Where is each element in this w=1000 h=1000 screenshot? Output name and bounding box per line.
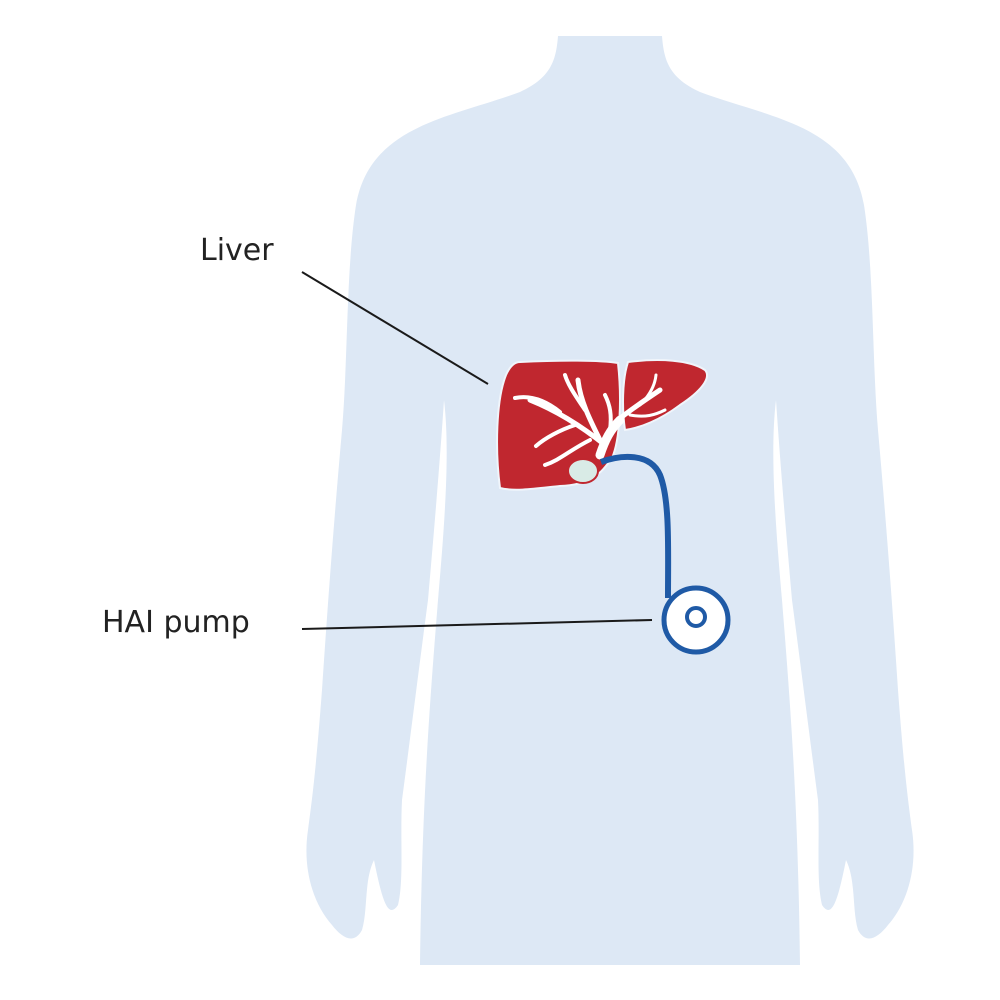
hai-pump-icon — [661, 585, 731, 655]
liver-leader-line — [301, 271, 489, 385]
liver-label: Liver — [200, 233, 274, 268]
pump-leader-line — [301, 619, 653, 630]
hepatic-vessels-icon — [513, 373, 667, 467]
body-silhouette — [306, 36, 914, 965]
hai-pump-label: HAI pump — [102, 605, 250, 640]
gallbladder — [567, 458, 599, 484]
catheter-tube — [599, 453, 672, 599]
liver — [496, 359, 708, 491]
liver-right-lobe — [496, 359, 621, 491]
liver-left-lobe — [622, 359, 708, 432]
